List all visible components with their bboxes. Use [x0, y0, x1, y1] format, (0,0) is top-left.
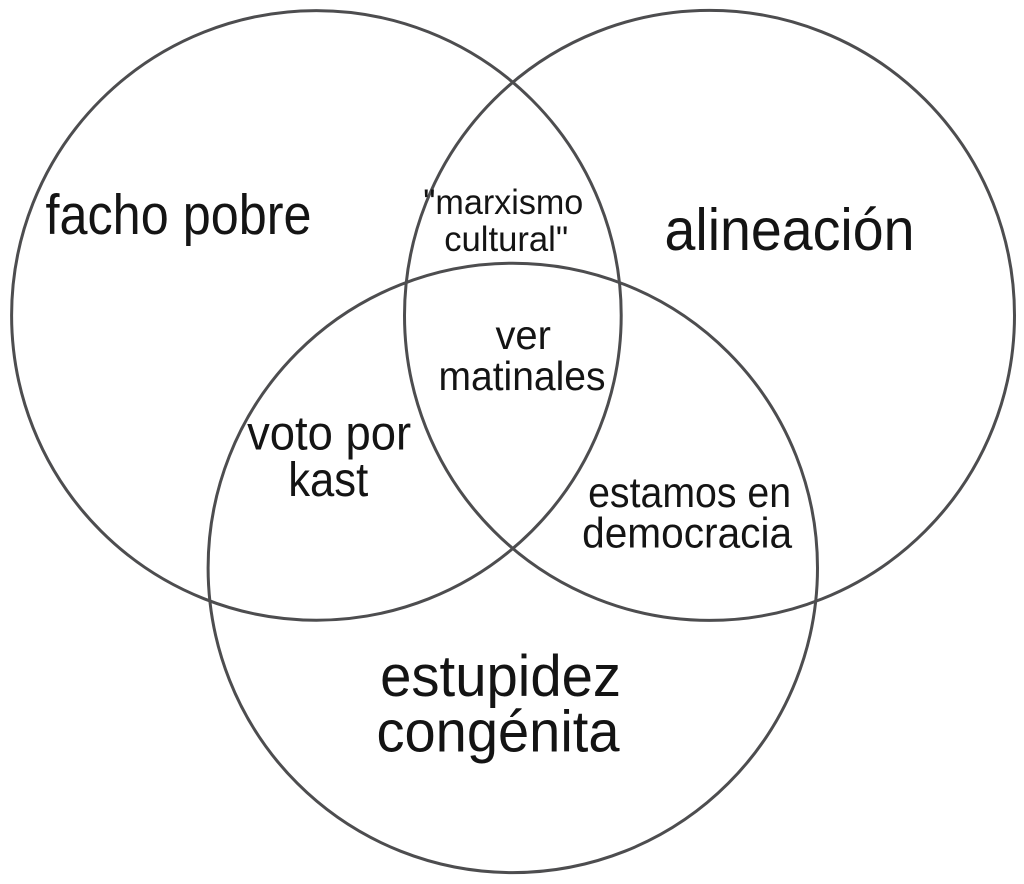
svg-text:cultural": cultural"	[444, 219, 568, 259]
svg-text:"marxismo: "marxismo	[423, 182, 583, 222]
svg-text:congénita: congénita	[377, 699, 621, 764]
svg-text:democracia: democracia	[582, 510, 792, 558]
svg-text:ver: ver	[495, 312, 551, 358]
svg-text:estupidez: estupidez	[380, 644, 621, 709]
svg-text:estamos en: estamos en	[588, 469, 791, 517]
svg-text:kast: kast	[288, 453, 368, 507]
svg-text:matinales: matinales	[439, 353, 606, 399]
svg-text:voto por: voto por	[247, 407, 411, 461]
svg-text:alineación: alineación	[665, 197, 915, 263]
svg-text:facho pobre: facho pobre	[46, 183, 312, 246]
